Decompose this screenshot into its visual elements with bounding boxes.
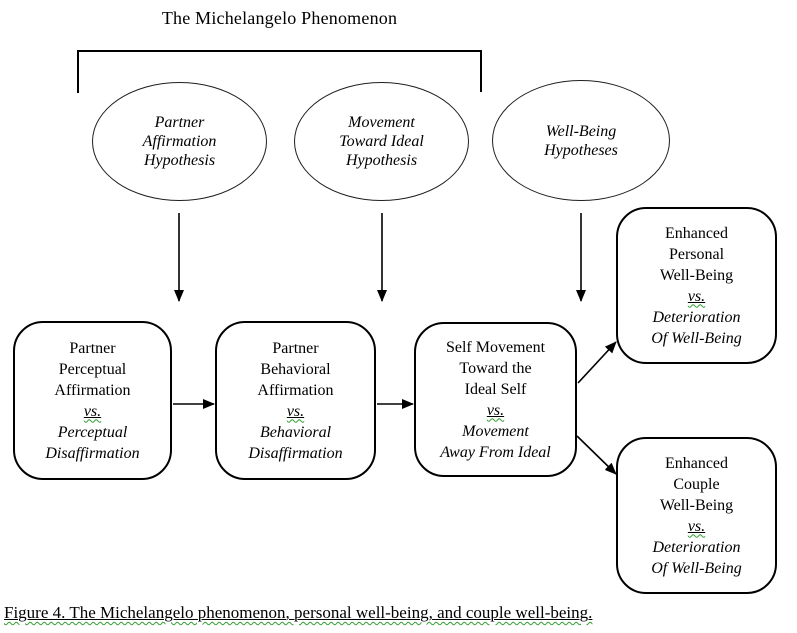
box-tail-text: Deterioration Of Well-Being (651, 538, 742, 577)
box-partner-behavioral-affirmation: Partner Behavioral Affirmation vs. Behav… (215, 321, 376, 480)
box-head-text: Enhanced Couple Well-Being (659, 454, 734, 514)
vs-text: vs. (487, 400, 504, 421)
arrow-self-movement-to-couple-well-being (576, 435, 617, 475)
box-head-text: Partner Behavioral Affirmation (257, 339, 334, 399)
ellipse-label: Well-Being Hypotheses (544, 122, 618, 159)
box-tail-text: Movement Away From Ideal (440, 422, 551, 461)
box-enhanced-couple-well-being: Enhanced Couple Well-Being vs. Deteriora… (616, 437, 777, 594)
vs-inner-text: vs. (286, 402, 305, 420)
ellipse-partner-affirmation-hypothesis: Partner Affirmation Hypothesis (92, 82, 267, 201)
box-head-text: Partner Perceptual Affirmation (54, 339, 131, 399)
vs-inner-text: vs. (486, 401, 505, 419)
diagram-title: The Michelangelo Phenomenon (161, 8, 398, 28)
ellipse-movement-toward-ideal-hypothesis: Movement Toward Ideal Hypothesis (294, 82, 469, 201)
box-head-text: Self Movement Toward the Ideal Self (445, 338, 546, 398)
box-head-text: Enhanced Personal Well-Being (659, 224, 734, 284)
caption-underline: Figure 4. The Michelangelo phenomenon, p… (4, 603, 592, 622)
figure-caption: Figure 4. The Michelangelo phenomenon, p… (4, 603, 592, 623)
box-self-movement-toward-ideal-self: Self Movement Toward the Ideal Self vs. … (414, 322, 577, 477)
vs-inner-text: vs. (687, 287, 706, 305)
ellipse-well-being-hypotheses: Well-Being Hypotheses (492, 80, 670, 201)
box-partner-perceptual-affirmation: Partner Perceptual Affirmation vs. Perce… (13, 321, 172, 480)
ellipse-label: Partner Affirmation Hypothesis (142, 114, 217, 169)
box-enhanced-personal-well-being: Enhanced Personal Well-Being vs. Deterio… (616, 207, 777, 364)
vs-text: vs. (287, 401, 304, 422)
arrow-self-movement-to-personal-well-being (577, 341, 617, 384)
vs-inner-text: vs. (687, 517, 706, 535)
vs-inner-text: vs. (83, 402, 102, 420)
box-tail-text: Deterioration Of Well-Being (651, 308, 742, 347)
phenomenon-bracket (77, 50, 482, 93)
box-tail-text: Perceptual Disaffirmation (45, 423, 140, 462)
vs-text: vs. (84, 401, 101, 422)
ellipse-label: Movement Toward Ideal Hypothesis (339, 114, 424, 169)
vs-text: vs. (688, 516, 705, 537)
caption-text: Figure 4. The Michelangelo phenomenon, p… (4, 603, 593, 622)
box-tail-text: Behavioral Disaffirmation (248, 423, 343, 462)
vs-text: vs. (688, 286, 705, 307)
